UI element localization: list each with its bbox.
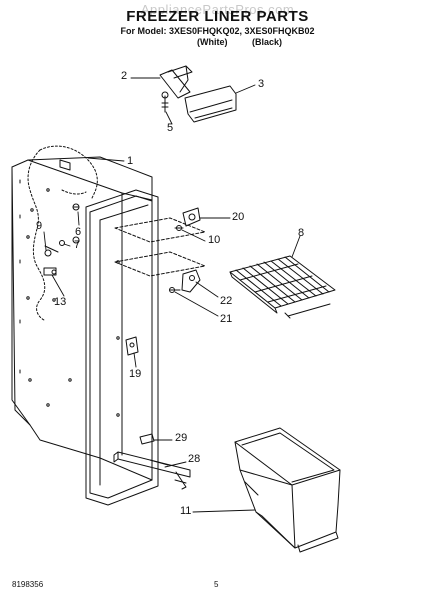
callout-10: 10: [208, 234, 221, 246]
callout-9: 9: [36, 220, 43, 232]
shelf-bracket-assembly: [159, 65, 237, 123]
callout-21: 21: [220, 313, 233, 325]
page-number: 5: [214, 580, 219, 589]
variant-white-label: (White): [197, 37, 228, 47]
liner-clip: [125, 336, 139, 356]
callout-1: 1: [127, 155, 134, 167]
callout-7: 7: [74, 239, 81, 251]
callout-28: 28: [188, 453, 201, 465]
leader-lines: [43, 77, 301, 513]
callout-2: 2: [121, 70, 128, 82]
model-numbers: For Model: 3XES0FHQKQ02, 3XES0FHQKB02: [120, 26, 315, 36]
ice-bin: [234, 427, 341, 553]
document-number: 8198356: [12, 580, 44, 589]
watermark: AppliancePartsPros.com: [140, 2, 295, 17]
liner-fasteners: [43, 203, 80, 276]
page-title: FREEZER LINER PARTS: [126, 8, 309, 25]
callout-29: 29: [175, 432, 188, 444]
callout-3: 3: [258, 78, 265, 90]
shelf-support-upper: [174, 207, 201, 231]
callout-8: 8: [298, 227, 305, 239]
callout-19: 19: [129, 368, 142, 380]
callout-20: 20: [232, 211, 245, 223]
wire-shelf: [229, 255, 336, 319]
callout-22: 22: [220, 295, 233, 307]
ghost-shelf-outlines: [114, 217, 206, 277]
callout-11: 11: [180, 505, 192, 517]
shelf-support-lower: [169, 269, 201, 293]
freezer-liner: [11, 145, 159, 506]
callout-13: 13: [54, 296, 67, 308]
callout-6: 6: [75, 226, 82, 238]
callout-5: 5: [167, 122, 174, 134]
bottom-rail: [113, 433, 191, 490]
variant-black-label: (Black): [252, 37, 283, 47]
